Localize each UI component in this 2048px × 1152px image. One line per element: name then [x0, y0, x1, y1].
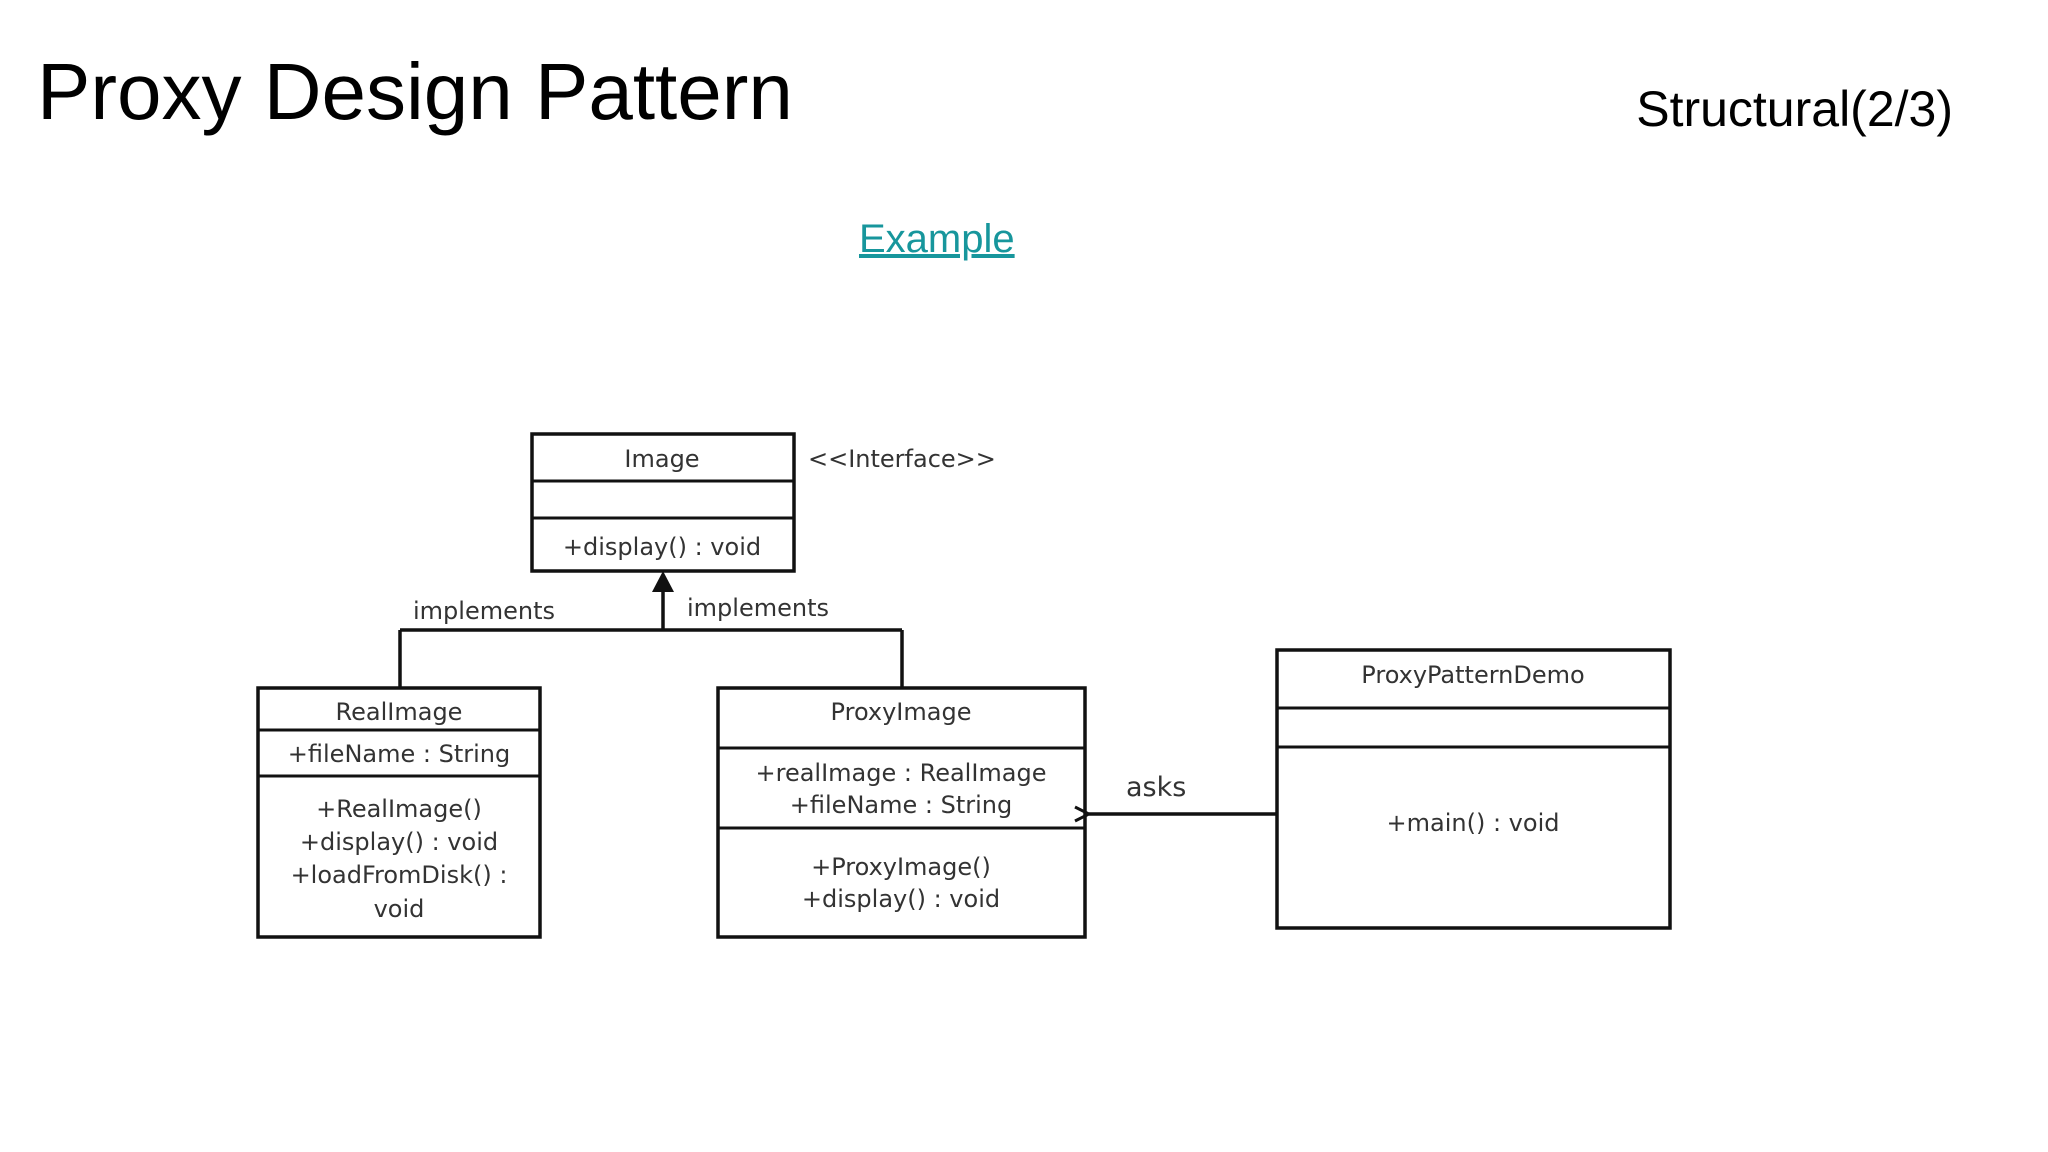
real-image-method: +RealImage(): [316, 795, 482, 823]
implements-label-right: implements: [687, 594, 829, 622]
demo-class-name: ProxyPatternDemo: [1361, 661, 1584, 689]
real-image-method: void: [374, 895, 425, 923]
real-image-attribute: +fileName : String: [288, 740, 510, 768]
example-link[interactable]: Example: [859, 217, 1015, 261]
implements-connector: [398, 571, 904, 688]
implements-label-left: implements: [413, 597, 555, 625]
image-interface-class: Image +display() : void: [530, 432, 796, 573]
proxy-image-method: +ProxyImage(): [811, 853, 991, 881]
proxy-image-class: ProxyImage +realImage : RealImage +fileN…: [716, 686, 1087, 939]
proxy-image-class-name: ProxyImage: [831, 698, 972, 726]
proxy-image-attribute: +fileName : String: [790, 791, 1012, 819]
image-class-method: +display() : void: [563, 533, 761, 561]
proxy-pattern-demo-class: ProxyPatternDemo +main() : void: [1275, 648, 1672, 930]
real-image-method: +loadFromDisk() :: [291, 861, 508, 889]
slide-title: Proxy Design Pattern: [37, 47, 793, 136]
real-image-class: RealImage +fileName : String +RealImage(…: [256, 686, 542, 939]
slide-subtitle: Structural(2/3): [1636, 81, 1953, 137]
real-image-class-name: RealImage: [336, 698, 463, 726]
image-class-name: Image: [624, 445, 699, 473]
implements-arrowhead: [652, 571, 674, 592]
demo-class-method: +main() : void: [1387, 809, 1560, 837]
asks-label: asks: [1126, 772, 1186, 803]
proxy-image-attribute: +realImage : RealImage: [756, 759, 1047, 787]
interface-stereotype: <<Interface>>: [808, 445, 996, 473]
proxy-image-method: +display() : void: [802, 885, 1000, 913]
real-image-method: +display() : void: [300, 828, 498, 856]
